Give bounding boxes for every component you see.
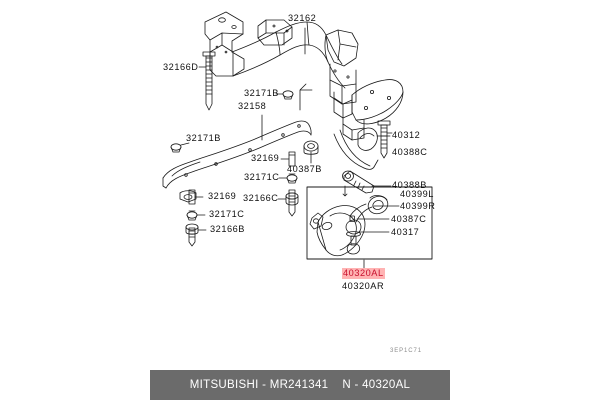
callout-40320AR: 40320AR — [342, 281, 385, 291]
callout-32169-middle: 32169 — [251, 153, 280, 163]
lower-arm-main — [333, 129, 379, 170]
callout-40312: 40312 — [392, 130, 421, 140]
bolt-32166D — [202, 51, 216, 111]
callout-32171B-left: 32171B — [186, 133, 221, 143]
watermark-code: 3EP1C71 — [390, 348, 422, 354]
callout-40320AL-highlighted: 40320AL — [342, 268, 385, 279]
bolt-40388C — [377, 120, 391, 159]
callout-40387C: 40387C — [391, 214, 427, 224]
callout-32162: 32162 — [288, 13, 317, 23]
callout-32158: 32158 — [238, 101, 267, 111]
bolt-40388B — [342, 170, 375, 194]
callout-32171B-top: 32171B — [244, 88, 279, 98]
nut-32171B-left — [170, 143, 182, 153]
parts-column-left — [185, 189, 199, 247]
callout-32166B: 32166B — [210, 224, 245, 234]
callout-32166D: 32166D — [163, 62, 199, 72]
callout-32166C: 32166C — [243, 193, 279, 203]
nut-32171B-top — [282, 90, 294, 100]
parts-column-middle — [285, 151, 299, 217]
caption-name-code: N - 40320AL — [342, 379, 411, 391]
callout-40387B: 40387B — [287, 164, 322, 174]
callout-40399L: 40399L — [400, 189, 434, 199]
leader-lines — [180, 27, 400, 269]
callout-40317: 40317 — [391, 227, 420, 237]
callout-32171C-middle: 32171C — [244, 172, 280, 182]
callout-40399R: 40399R — [400, 201, 436, 211]
caption-brand-part: MITSUBISHI - MR241341 — [189, 379, 329, 391]
part-40312 — [357, 127, 378, 151]
inset-box-frame — [306, 186, 433, 260]
control-arm-40320AL — [309, 195, 389, 257]
callout-32169-left: 32169 — [208, 191, 237, 201]
crossmember-32162 — [204, 11, 404, 141]
caption-bar: MITSUBISHI - MR241341 N - 40320AL — [150, 370, 450, 400]
callout-32171C-left: 32171C — [209, 209, 245, 219]
callout-40388B: 40388B — [392, 180, 427, 190]
callout-40388C: 40388C — [392, 147, 428, 157]
